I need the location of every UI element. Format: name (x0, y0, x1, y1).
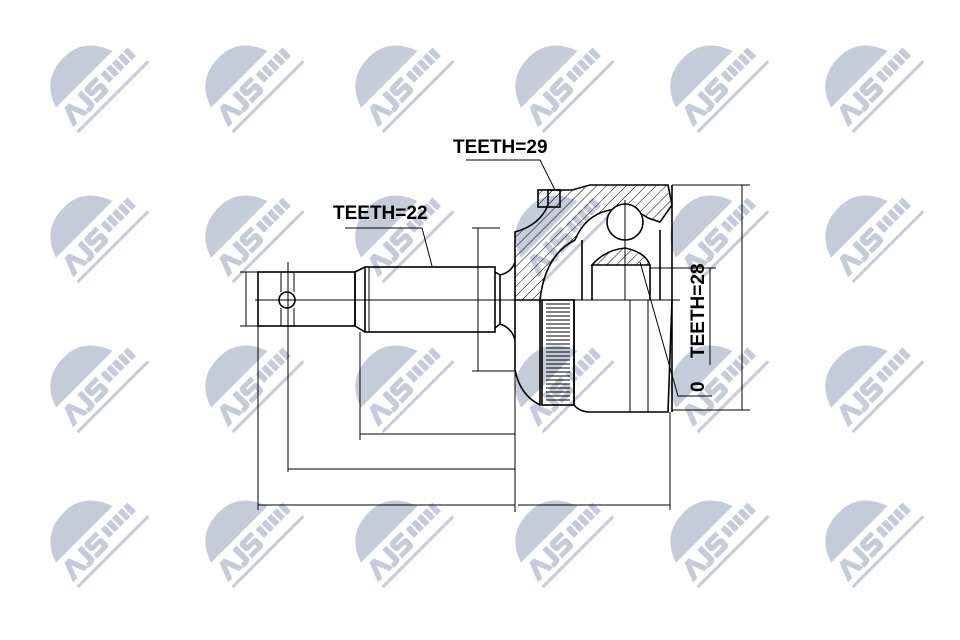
ajs-parts-watermark (825, 195, 925, 284)
dimensions (240, 159, 750, 512)
ajs-parts-watermark (825, 500, 925, 589)
watermark-layer (50, 45, 925, 589)
ajs-parts-watermark (355, 195, 455, 284)
ajs-parts-watermark (205, 45, 305, 134)
ajs-parts-watermark (825, 345, 925, 434)
ajs-parts-watermark (515, 500, 615, 589)
ajs-parts-watermark (515, 45, 615, 134)
ajs-parts-watermark (355, 45, 455, 134)
ajs-parts-watermark (50, 345, 150, 434)
ajs-parts-watermark (50, 195, 150, 284)
technical-drawing (257, 184, 673, 413)
ajs-parts-watermark (205, 500, 305, 589)
label-ring: 0 (688, 381, 709, 392)
shaft-end (257, 271, 356, 327)
ajs-parts-watermark (355, 345, 455, 434)
ajs-parts-watermark (355, 500, 455, 589)
ajs-parts-watermark (50, 500, 150, 589)
ajs-parts-watermark (670, 195, 770, 284)
abs-ring-section (537, 189, 561, 208)
ajs-parts-watermark (50, 45, 150, 134)
ajs-parts-watermark (670, 500, 770, 589)
ajs-parts-watermark (825, 45, 925, 134)
label-teeth-outer: TEETH=29 (453, 137, 548, 158)
ajs-parts-watermark (205, 195, 305, 284)
ajs-parts-watermark (205, 345, 305, 434)
label-teeth-inner: TEETH=28 (688, 263, 709, 358)
label-teeth-shaft: TEETH=22 (333, 203, 428, 224)
inner-race-section (590, 247, 652, 266)
ajs-parts-watermark (670, 45, 770, 134)
ajs-parts-watermark (515, 345, 615, 434)
